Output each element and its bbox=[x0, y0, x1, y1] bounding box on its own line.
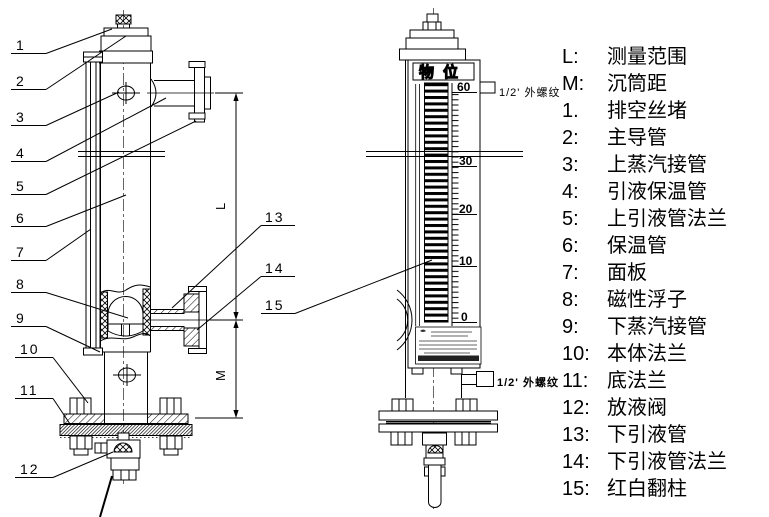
callouts: 1 2 3 4 5 6 7 8 9 10 11 12 13 14 15 bbox=[11, 28, 433, 478]
thread-label-bottom: 1/2' 外螺纹 bbox=[497, 375, 559, 389]
scale-ruler: 60 30 20 10 0 bbox=[451, 80, 477, 326]
legend: L: 测量范围 M: 沉筒距 1. 排空丝堵 2: 主导管 3: 上蒸汽接管 4: 引液保温… bbox=[562, 44, 727, 503]
upper-side-pipe bbox=[147, 61, 214, 123]
legend-prefix: 2: bbox=[562, 127, 579, 149]
legend-item-11: 11: 底法兰 bbox=[562, 368, 727, 395]
indicator-panel: 物位 60 30 20 10 0 bbox=[407, 59, 482, 369]
thread-label-top: 1/2' 外螺纹 bbox=[499, 85, 560, 99]
legend-item-14: 14: 下引液管法兰 bbox=[562, 449, 727, 476]
middle-figure: 物位 60 30 20 10 0 bbox=[366, 8, 523, 512]
legend-prefix: M: bbox=[562, 73, 585, 95]
flipper-column bbox=[424, 82, 449, 323]
scale-value-30: 30 bbox=[459, 154, 473, 168]
legend-label: 下引液管法兰 bbox=[607, 451, 727, 473]
legend-label: 测量范围 bbox=[607, 46, 687, 68]
legend-prefix: 3: bbox=[562, 154, 579, 176]
legend-label: 上引液管法兰 bbox=[607, 208, 727, 230]
callout-3: 3 bbox=[16, 109, 26, 125]
legend-label: 沉筒距 bbox=[607, 73, 667, 95]
legend-item-15: 15: 红白翻柱 bbox=[562, 476, 727, 503]
panel-header bbox=[412, 62, 475, 81]
drain-valve bbox=[94, 432, 141, 517]
scale-value-20: 20 bbox=[459, 202, 473, 216]
callout-6: 6 bbox=[16, 210, 26, 226]
legend-item-7: 7: 面板 bbox=[562, 260, 727, 287]
legend-prefix: L: bbox=[562, 46, 579, 68]
callout-4: 4 bbox=[16, 145, 26, 161]
float-section bbox=[100, 284, 151, 342]
float bbox=[107, 296, 144, 315]
nameplate bbox=[415, 326, 482, 365]
legend-label: 红白翻柱 bbox=[607, 478, 687, 500]
legend-label: 放液阀 bbox=[607, 397, 667, 419]
left-figure bbox=[59, 10, 214, 517]
callout-8: 8 bbox=[16, 276, 26, 292]
drain-valve bbox=[422, 432, 447, 509]
legend-item-10: 10: 本体法兰 bbox=[562, 341, 727, 368]
legend-prefix: 6: bbox=[562, 235, 579, 257]
vent-plug bbox=[115, 14, 132, 25]
bottom-flange bbox=[378, 398, 498, 446]
top-thread-connector bbox=[479, 81, 496, 94]
callout-9: 9 bbox=[16, 310, 26, 326]
callout-13: 13 bbox=[265, 209, 285, 225]
scale-value-60: 60 bbox=[457, 80, 471, 94]
legend-label: 下蒸汽接管 bbox=[607, 316, 707, 338]
legend-label: 底法兰 bbox=[607, 370, 667, 392]
scale-value-10: 10 bbox=[459, 254, 473, 268]
callout-11: 11 bbox=[20, 382, 39, 398]
legend-item-13: 13: 下引液管 bbox=[562, 422, 727, 449]
legend-item-8: 8: 磁性浮子 bbox=[562, 287, 727, 314]
legend-item-5: 5: 上引液管法兰 bbox=[562, 206, 727, 233]
legend-prefix: 9: bbox=[562, 316, 579, 338]
scale-value-0: 0 bbox=[461, 310, 468, 324]
legend-prefix: 10: bbox=[562, 343, 590, 365]
dimensions: L M bbox=[195, 92, 243, 419]
legend-label: 下引液管 bbox=[607, 424, 687, 446]
legend-label: 保温管 bbox=[607, 235, 667, 257]
legend-prefix: 14: bbox=[562, 451, 590, 473]
callout-10: 10 bbox=[20, 341, 40, 357]
legend-label: 面板 bbox=[607, 262, 647, 284]
callout-7: 7 bbox=[16, 244, 26, 260]
legend-prefix: 8: bbox=[562, 289, 579, 311]
callout-5: 5 bbox=[16, 178, 26, 194]
legend-prefix: 7: bbox=[562, 262, 579, 284]
legend-item-2: 2: 主导管 bbox=[562, 125, 727, 152]
lower-side-pipe bbox=[147, 286, 212, 354]
callout-14: 14 bbox=[265, 260, 285, 276]
bottom-thread-connector bbox=[461, 371, 494, 387]
legend-item-4: 4: 引液保温管 bbox=[562, 179, 727, 206]
legend-item-L: L: 测量范围 bbox=[562, 44, 727, 71]
legend-item-12: 12: 放液阀 bbox=[562, 395, 727, 422]
legend-item-9: 9: 下蒸汽接管 bbox=[562, 314, 727, 341]
lower-port-mark bbox=[113, 364, 141, 386]
legend-label: 主导管 bbox=[607, 127, 667, 149]
legend-prefix: 5: bbox=[562, 208, 579, 230]
legend-prefix: 13: bbox=[562, 424, 590, 446]
legend-label: 磁性浮子 bbox=[607, 289, 687, 311]
callout-2: 2 bbox=[16, 73, 26, 89]
legend-label: 引液保温管 bbox=[607, 181, 707, 203]
legend-item-6: 6: 保温管 bbox=[562, 233, 727, 260]
panel-title: 物位 bbox=[419, 63, 467, 81]
bottom-flange bbox=[59, 397, 193, 456]
legend-prefix: 1. bbox=[562, 100, 579, 122]
legend-label: 上蒸汽接管 bbox=[607, 154, 707, 176]
dim-length-label: L bbox=[213, 203, 228, 210]
legend-label: 本体法兰 bbox=[607, 343, 687, 365]
dim-distance-label: M bbox=[213, 370, 228, 381]
legend-item-M: M: 沉筒距 bbox=[562, 71, 727, 98]
legend-item-3: 3: 上蒸汽接管 bbox=[562, 152, 727, 179]
callout-15: 15 bbox=[265, 297, 285, 313]
legend-prefix: 4: bbox=[562, 181, 579, 203]
callout-12: 12 bbox=[20, 461, 40, 477]
legend-item-1: 1. 排空丝堵 bbox=[562, 98, 727, 125]
callout-1: 1 bbox=[16, 37, 26, 53]
legend-prefix: 11: bbox=[562, 370, 589, 392]
legend-prefix: 12: bbox=[562, 397, 590, 419]
legend-prefix: 15: bbox=[562, 478, 590, 500]
legend-label: 排空丝堵 bbox=[607, 100, 687, 122]
